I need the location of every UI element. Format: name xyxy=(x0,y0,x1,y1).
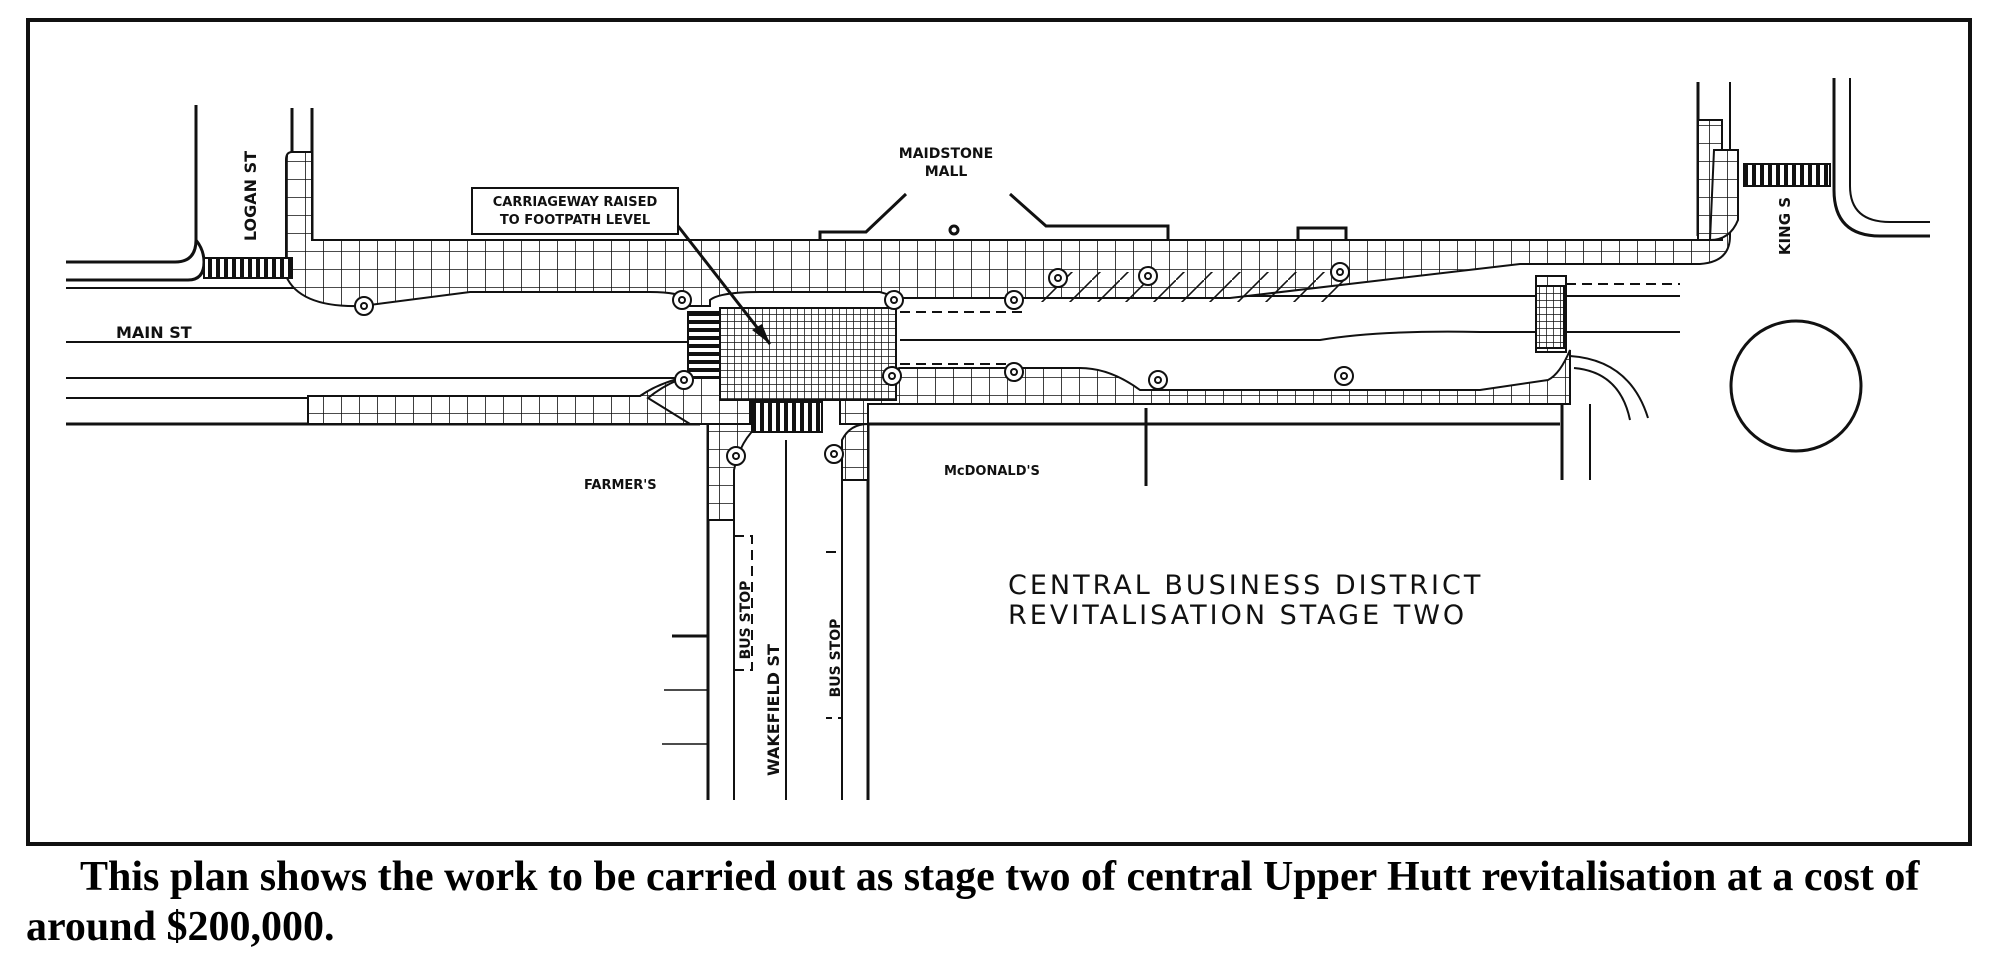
street-plan-diagram: CARRIAGEWAY RAISED TO FOOTPATH LEVEL LOG… xyxy=(66,78,1930,800)
label-mcdonalds: McDONALD'S xyxy=(944,464,1040,479)
label-maidstone-line2: MALL xyxy=(925,164,968,180)
label-logan-st: LOGAN ST xyxy=(241,151,260,241)
caption: This plan shows the work to be carried o… xyxy=(26,854,1920,950)
street-labels: LOGAN ST MAIN ST MAIDSTONE MALL KING S F… xyxy=(116,146,1794,776)
callout: CARRIAGEWAY RAISED TO FOOTPATH LEVEL xyxy=(471,187,772,345)
paved-footpaths xyxy=(285,119,1739,521)
callout-line1: CARRIAGEWAY RAISED xyxy=(493,195,658,210)
label-king-st: KING S xyxy=(1776,197,1794,255)
plan-frame xyxy=(26,18,1972,846)
roundabout xyxy=(1729,319,1863,453)
callout-line2: TO FOOTPATH LEVEL xyxy=(500,213,650,228)
street-trees xyxy=(354,262,1354,466)
label-bus-stop-left: BUS STOP xyxy=(738,581,754,660)
plan-title-line2: REVITALISATION STAGE TWO xyxy=(1008,600,1467,631)
raised-carriageway xyxy=(203,163,1831,433)
label-bus-stop-right: BUS STOP xyxy=(828,619,844,698)
label-farmers: FARMER'S xyxy=(584,478,657,493)
dashed-markings xyxy=(734,283,1680,719)
plan-title: CENTRAL BUSINESS DISTRICT REVITALISATION… xyxy=(1008,570,1483,631)
label-main-st: MAIN ST xyxy=(116,323,192,342)
label-wakefield-st: WAKEFIELD ST xyxy=(764,644,783,776)
parking-hatch xyxy=(1040,272,1350,302)
label-maidstone-line1: MAIDSTONE xyxy=(899,146,993,162)
kerb-lines xyxy=(66,78,1930,800)
plan-title-line1: CENTRAL BUSINESS DISTRICT xyxy=(1008,570,1483,601)
